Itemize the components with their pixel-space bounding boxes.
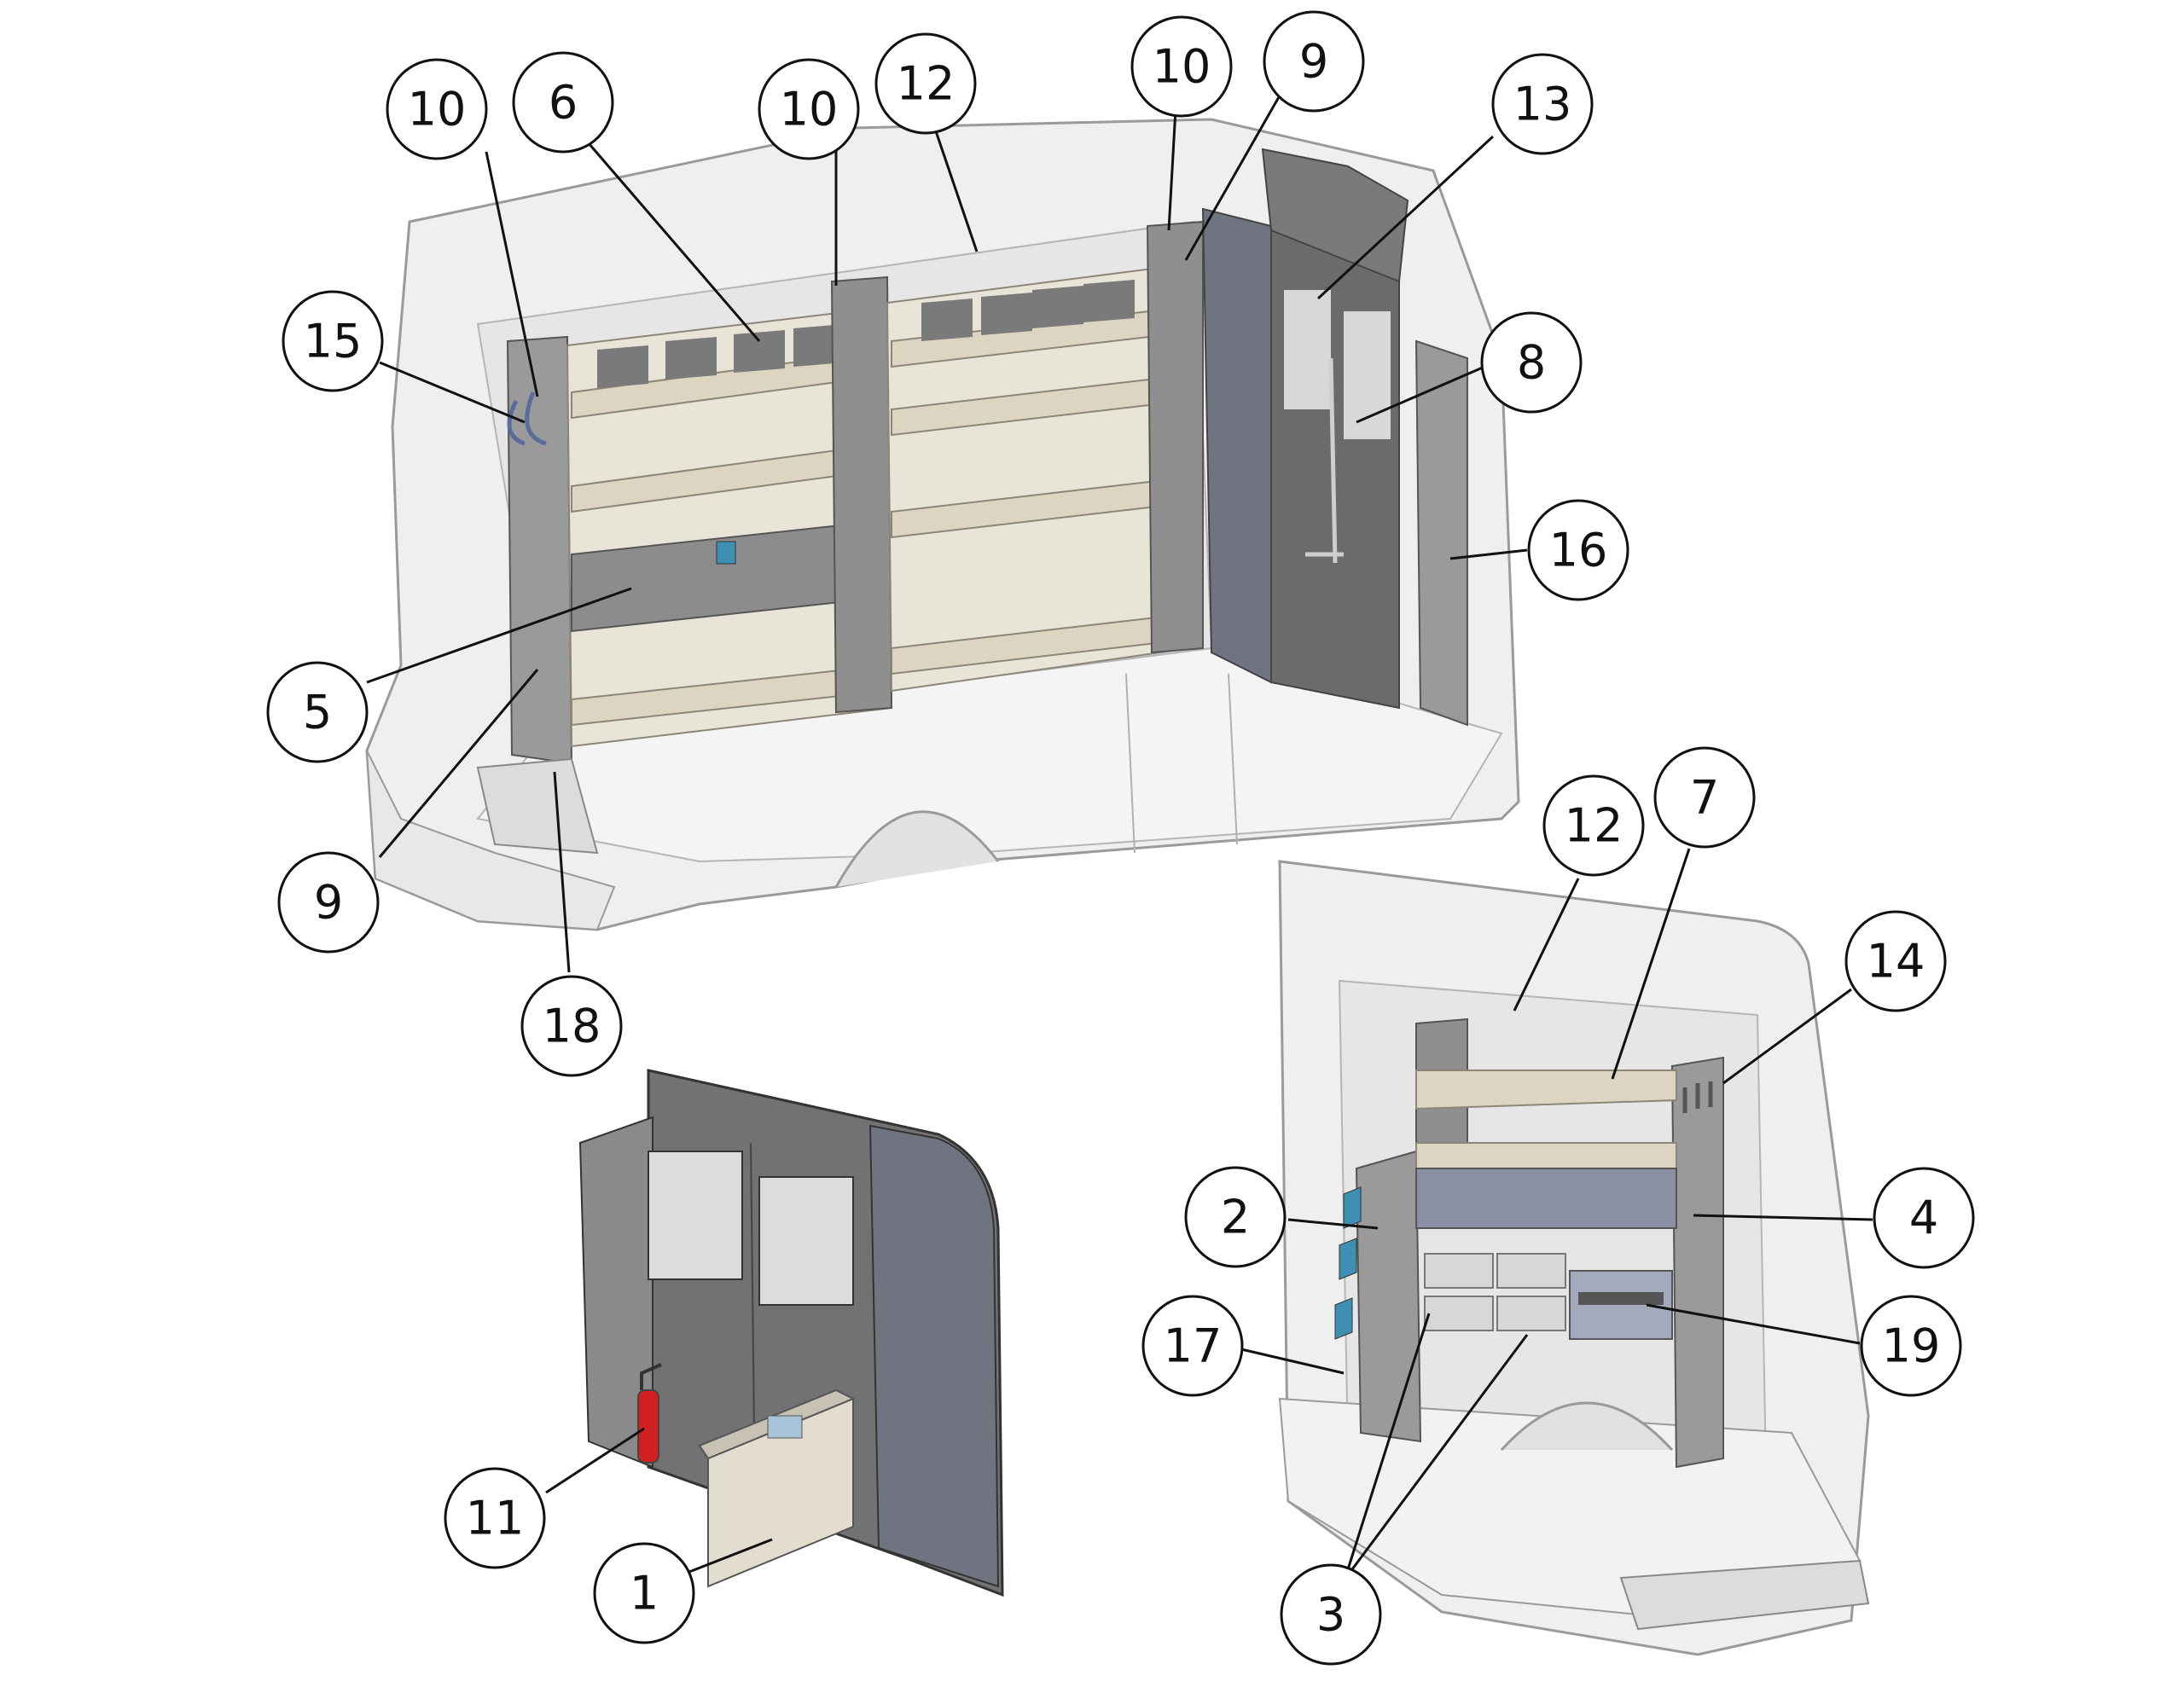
leader-13	[1316, 135, 1495, 300]
leader-lines	[366, 95, 1873, 1580]
leader-8	[1356, 365, 1485, 424]
leader-3b	[1350, 1334, 1529, 1570]
leader-rear-12	[1513, 878, 1580, 1012]
callout-label: 10	[408, 83, 467, 136]
callout-10-right: 10	[1130, 15, 1233, 118]
callout-19: 19	[1860, 1295, 1962, 1397]
callout-10-mid: 10	[758, 58, 860, 160]
leader-right-10	[1167, 108, 1177, 231]
callout-label: 7	[1690, 771, 1719, 825]
callout-9-low: 9	[277, 851, 380, 954]
callout-label: 12	[1565, 799, 1623, 853]
leader-17	[1240, 1348, 1345, 1375]
callout-12-top: 12	[874, 32, 977, 135]
callout-15: 15	[282, 290, 384, 392]
shelving-unit-left	[566, 305, 893, 748]
leader-7	[1611, 848, 1691, 1080]
van-interior-rear	[1278, 860, 1870, 1656]
callout-8: 8	[1480, 311, 1583, 414]
callout-label: 12	[897, 57, 956, 111]
callout-5: 5	[266, 661, 369, 763]
callout-label: 8	[1517, 336, 1546, 390]
callout-6: 6	[512, 51, 614, 154]
leader-11	[545, 1427, 645, 1494]
callout-label: 9	[314, 876, 343, 930]
leader-4	[1693, 1214, 1873, 1221]
leader-15	[379, 361, 526, 424]
partition-assembly	[578, 1069, 1004, 1597]
leader-6	[587, 142, 761, 342]
leader-5	[366, 587, 632, 684]
callout-9-top: 9	[1263, 10, 1365, 113]
leader-2	[1287, 1218, 1379, 1230]
perforated-window-left	[648, 1151, 743, 1280]
callout-11: 11	[444, 1467, 546, 1569]
callout-label: 18	[543, 1000, 601, 1053]
callout-4: 4	[1873, 1167, 1975, 1269]
callout-label: 13	[1513, 78, 1572, 131]
van-interior-top	[365, 118, 1520, 931]
leader-top-12	[932, 125, 979, 252]
leader-1	[673, 1538, 773, 1580]
leader-16	[1449, 548, 1528, 560]
rear-shelving-unit	[1334, 1017, 1724, 1469]
shelving-unit-right	[886, 220, 1204, 693]
callout-label: 10	[1153, 40, 1211, 94]
callout-label: 1	[630, 1567, 659, 1620]
callout-label: 4	[1909, 1191, 1938, 1245]
shelf-end-panel-left	[506, 335, 573, 765]
callout-18: 18	[520, 975, 623, 1077]
callout-13: 13	[1491, 53, 1594, 155]
callout-2: 2	[1184, 1166, 1287, 1268]
callout-3: 3	[1280, 1563, 1382, 1666]
callout-label: 9	[1299, 35, 1328, 89]
fire-extinguisher	[637, 1363, 662, 1464]
callout-10-topleft: 10	[386, 58, 488, 160]
cargo-hooks	[507, 391, 547, 446]
callout-label: 16	[1549, 524, 1608, 577]
power-inverter-box	[698, 1388, 856, 1588]
callout-1: 1	[593, 1542, 695, 1644]
shelf-mid-panel	[830, 275, 893, 714]
leader-top-9	[1184, 95, 1281, 261]
callout-label: 3	[1316, 1588, 1345, 1642]
leader-14	[1722, 988, 1852, 1085]
callout-7: 7	[1653, 746, 1756, 849]
callout-12-rear: 12	[1542, 774, 1645, 877]
leader-3a	[1346, 1313, 1431, 1570]
callout-label: 6	[549, 76, 578, 130]
leader-topleft-10	[485, 151, 539, 397]
callout-16: 16	[1527, 499, 1629, 601]
leader-19	[1646, 1303, 1861, 1345]
callout-label: 19	[1882, 1319, 1941, 1373]
side-panel-right	[1414, 339, 1468, 727]
callout-label: 15	[304, 315, 363, 368]
callout-label: 5	[303, 686, 332, 739]
callout-label: 14	[1867, 935, 1926, 988]
callout-label: 10	[780, 83, 839, 136]
callout-17: 17	[1141, 1295, 1244, 1397]
leader-low-9	[378, 669, 539, 858]
leader-18	[553, 771, 571, 973]
wheel-well-top	[834, 810, 1000, 888]
callout-14: 14	[1844, 910, 1947, 1012]
callout-label: 11	[466, 1492, 525, 1545]
callout-label: 2	[1221, 1191, 1250, 1244]
callout-label: 17	[1164, 1319, 1223, 1373]
perforated-window-right	[758, 1176, 854, 1306]
partition-wall-top	[1201, 148, 1409, 710]
